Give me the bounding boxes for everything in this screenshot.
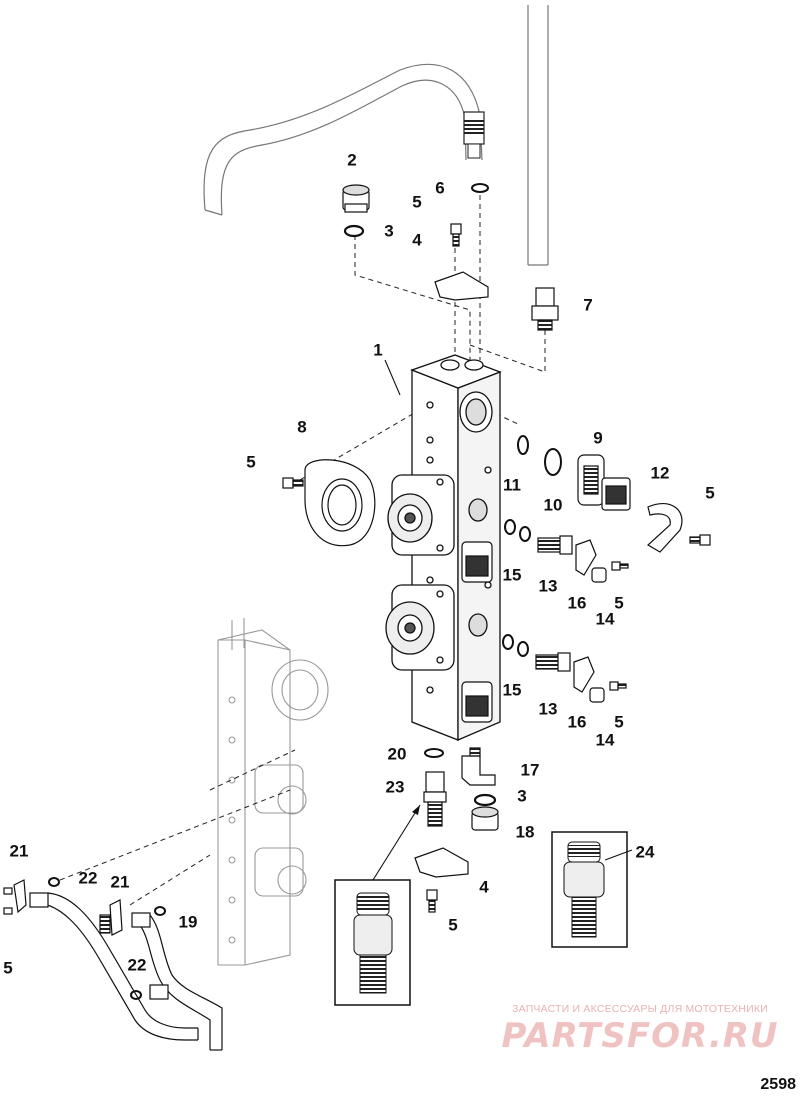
- callout-24: 24: [635, 842, 655, 862]
- phantom-hose: [203, 5, 549, 266]
- callout-5: 5: [3, 958, 13, 978]
- callout-9: 9: [593, 428, 603, 448]
- callout-5: 5: [448, 915, 458, 935]
- callout-13: 13: [538, 699, 558, 719]
- watermark-tagline: ЗАПЧАСТИ И АКСЕССУАРЫ ДЛЯ МОТОТЕХНИКИ: [512, 1003, 768, 1015]
- callout-22: 22: [78, 868, 98, 888]
- phantom-manifold-block: [217, 618, 329, 966]
- solenoid-upper: [387, 474, 455, 556]
- callout-5: 5: [614, 593, 624, 613]
- callout-21: 21: [9, 841, 29, 861]
- detail-box-left: [334, 879, 411, 1006]
- part-fitting-twenty-three: [423, 771, 447, 827]
- callout-3: 3: [517, 786, 527, 806]
- part-screw-right: [689, 534, 711, 546]
- sensor-group-upper: [504, 519, 629, 583]
- part-injector: [577, 454, 631, 511]
- callout-8: 8: [297, 417, 307, 437]
- callout-14: 14: [595, 730, 615, 750]
- watermark-brand: PARTSFOR.RU: [501, 1016, 779, 1056]
- connector-upper: [461, 541, 493, 583]
- callout-18: 18: [515, 822, 535, 842]
- callout-11: 11: [503, 475, 521, 495]
- part-o-ring-lower: [473, 793, 497, 807]
- callout-7: 7: [583, 295, 593, 315]
- part-bracket-lower: [414, 847, 469, 878]
- part-o-ring-22-upper: [48, 877, 60, 887]
- callout-17: 17: [520, 760, 540, 780]
- callout-13: 13: [538, 576, 558, 596]
- callout-16: 16: [567, 593, 587, 613]
- callout-4: 4: [479, 877, 489, 897]
- part-screw-bottom: [426, 889, 438, 913]
- callout-16: 16: [567, 712, 587, 732]
- callout-1: 1: [373, 340, 383, 360]
- part-o-ring-upper: [343, 224, 365, 238]
- leader-lines: [372, 359, 633, 881]
- part-screw-left: [282, 477, 304, 489]
- callout-23: 23: [385, 777, 405, 797]
- callout-10: 10: [543, 495, 563, 515]
- part-gasket: [304, 459, 376, 547]
- part-cap: [342, 184, 370, 213]
- callout-15: 15: [502, 680, 522, 700]
- sensor-group-lower: [502, 634, 627, 703]
- callout-12: 12: [650, 463, 670, 483]
- callout-22: 22: [127, 955, 147, 975]
- part-ring-eleven: [517, 435, 529, 455]
- part-o-ring-19: [154, 906, 166, 916]
- detail-box-right: [551, 831, 628, 948]
- callout-5: 5: [614, 712, 624, 732]
- dashed-guides: [59, 195, 546, 906]
- callout-20: 20: [387, 744, 407, 764]
- callout-21: 21: [110, 872, 130, 892]
- part-bracket-upper: [434, 271, 489, 301]
- solenoid-lower: [385, 584, 455, 671]
- part-clip: [646, 502, 683, 553]
- hose-assembly-right: [139, 914, 223, 1051]
- connector-lower: [461, 681, 493, 723]
- callout-4: 4: [412, 230, 422, 250]
- hose-assembly-left: [37, 892, 199, 1041]
- callout-14: 14: [595, 609, 615, 629]
- callout-5: 5: [705, 483, 715, 503]
- hose-fittings: [29, 892, 169, 1000]
- hose-clamps: [3, 879, 123, 936]
- callout-2: 2: [347, 150, 357, 170]
- hose-fitting: [463, 111, 485, 159]
- part-o-ring-22-lower: [130, 990, 142, 1000]
- part-plug: [471, 806, 499, 831]
- figure-number: 2598: [760, 1076, 796, 1093]
- part-screw-top: [450, 223, 462, 247]
- leader-arrowhead: [412, 805, 420, 815]
- part-fitting-seven: [531, 287, 559, 331]
- part-ring-ten: [544, 448, 562, 476]
- part-o-ring-twenty: [424, 748, 444, 758]
- callout-3: 3: [384, 221, 394, 241]
- callout-5: 5: [412, 192, 422, 212]
- part-elbow: [461, 747, 496, 786]
- part-o-ring-small: [471, 183, 489, 193]
- callout-5: 5: [246, 452, 256, 472]
- callout-19: 19: [178, 912, 198, 932]
- callout-15: 15: [502, 565, 522, 585]
- callout-6: 6: [435, 178, 445, 198]
